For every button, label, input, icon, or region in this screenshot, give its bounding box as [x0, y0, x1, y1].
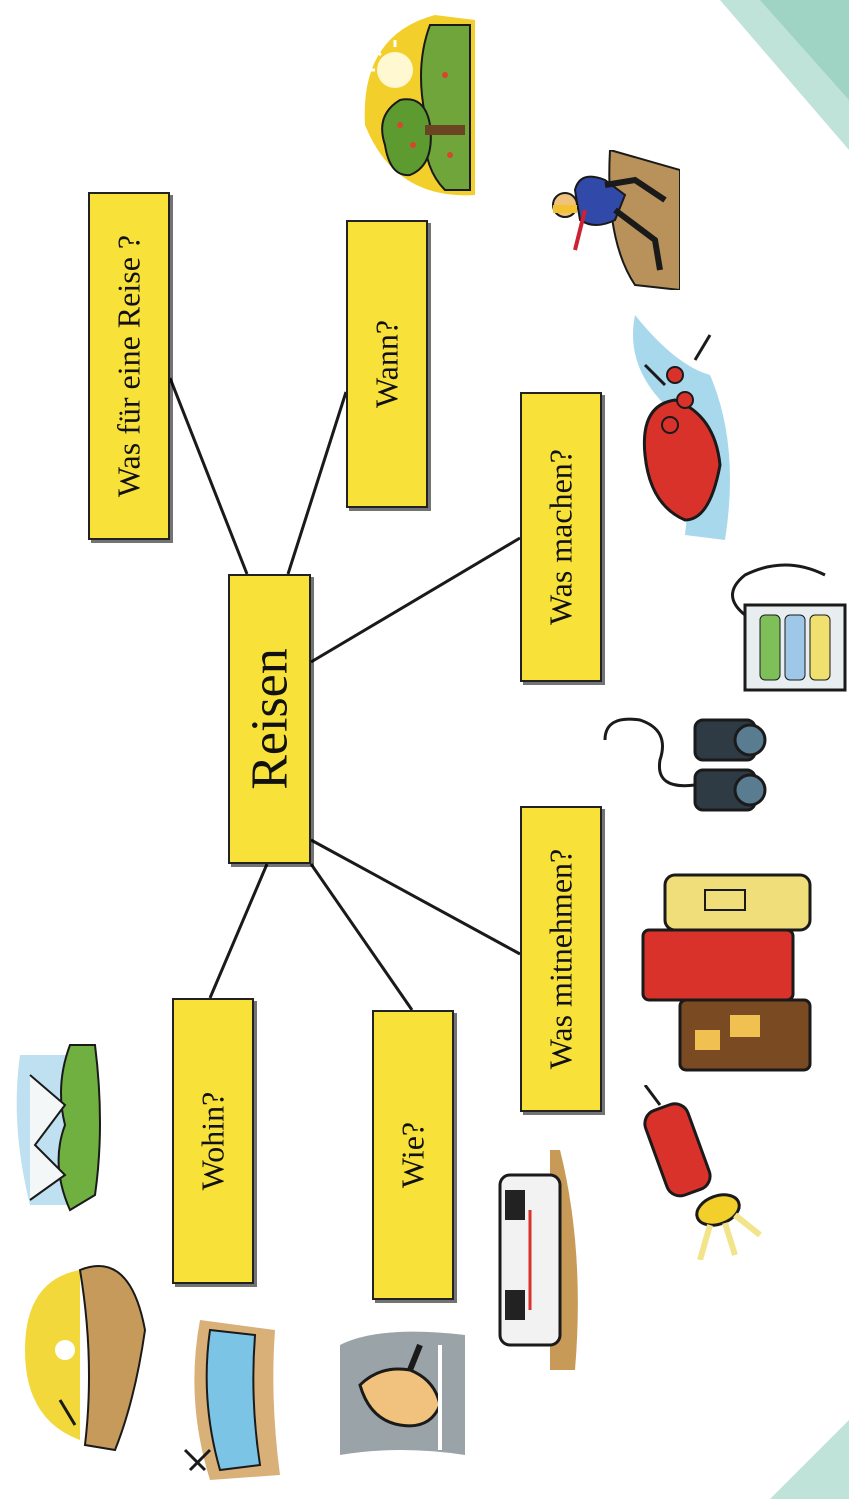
- branch-mitnehmen-label: Was mitnehmen?: [542, 848, 579, 1070]
- edge-wie: [309, 863, 414, 1011]
- camper-van-icon: [498, 1150, 578, 1370]
- rafting-boat-icon: [633, 315, 730, 540]
- branch-mitnehmen: Was mitnehmen?: [520, 806, 602, 1112]
- edge-mitnehmen: [310, 838, 521, 956]
- edge-machen: [310, 536, 521, 664]
- sunny-tree-icon: [364, 15, 475, 196]
- corner-decoration-top: [720, 0, 849, 150]
- climber-icon: [552, 150, 680, 290]
- binoculars-icon: [603, 717, 767, 812]
- branch-wann: Wann?: [346, 220, 428, 508]
- branch-wie-label: Wie?: [394, 1121, 431, 1189]
- toiletry-bag-icon: [731, 563, 847, 692]
- center-label: Reisen: [241, 648, 298, 790]
- branch-art-label: Was für eine Reise ?: [110, 234, 147, 498]
- hitchhiking-hand-icon: [340, 1331, 465, 1455]
- branch-machen: Was machen?: [520, 392, 602, 682]
- lake-shore-icon: [183, 1320, 280, 1480]
- branch-wann-label: Wann?: [368, 319, 405, 409]
- edge-wohin: [208, 863, 269, 999]
- branch-machen-label: Was machen?: [542, 449, 579, 625]
- corner-decoration-bottom: [770, 1420, 849, 1499]
- desert-sun-icon: [25, 1265, 147, 1452]
- center-node: Reisen: [228, 574, 311, 864]
- edge-wann: [286, 391, 348, 575]
- mountains-icon: [16, 1044, 101, 1212]
- branch-wohin: Wohin?: [172, 998, 254, 1284]
- branch-wie: Wie?: [372, 1010, 454, 1300]
- luggage-icon: [641, 873, 812, 1072]
- edge-art: [168, 377, 249, 575]
- branch-wohin-label: Wohin?: [194, 1091, 231, 1191]
- branch-art: Was für eine Reise ?: [88, 192, 170, 540]
- flashlight-icon: [643, 1085, 762, 1260]
